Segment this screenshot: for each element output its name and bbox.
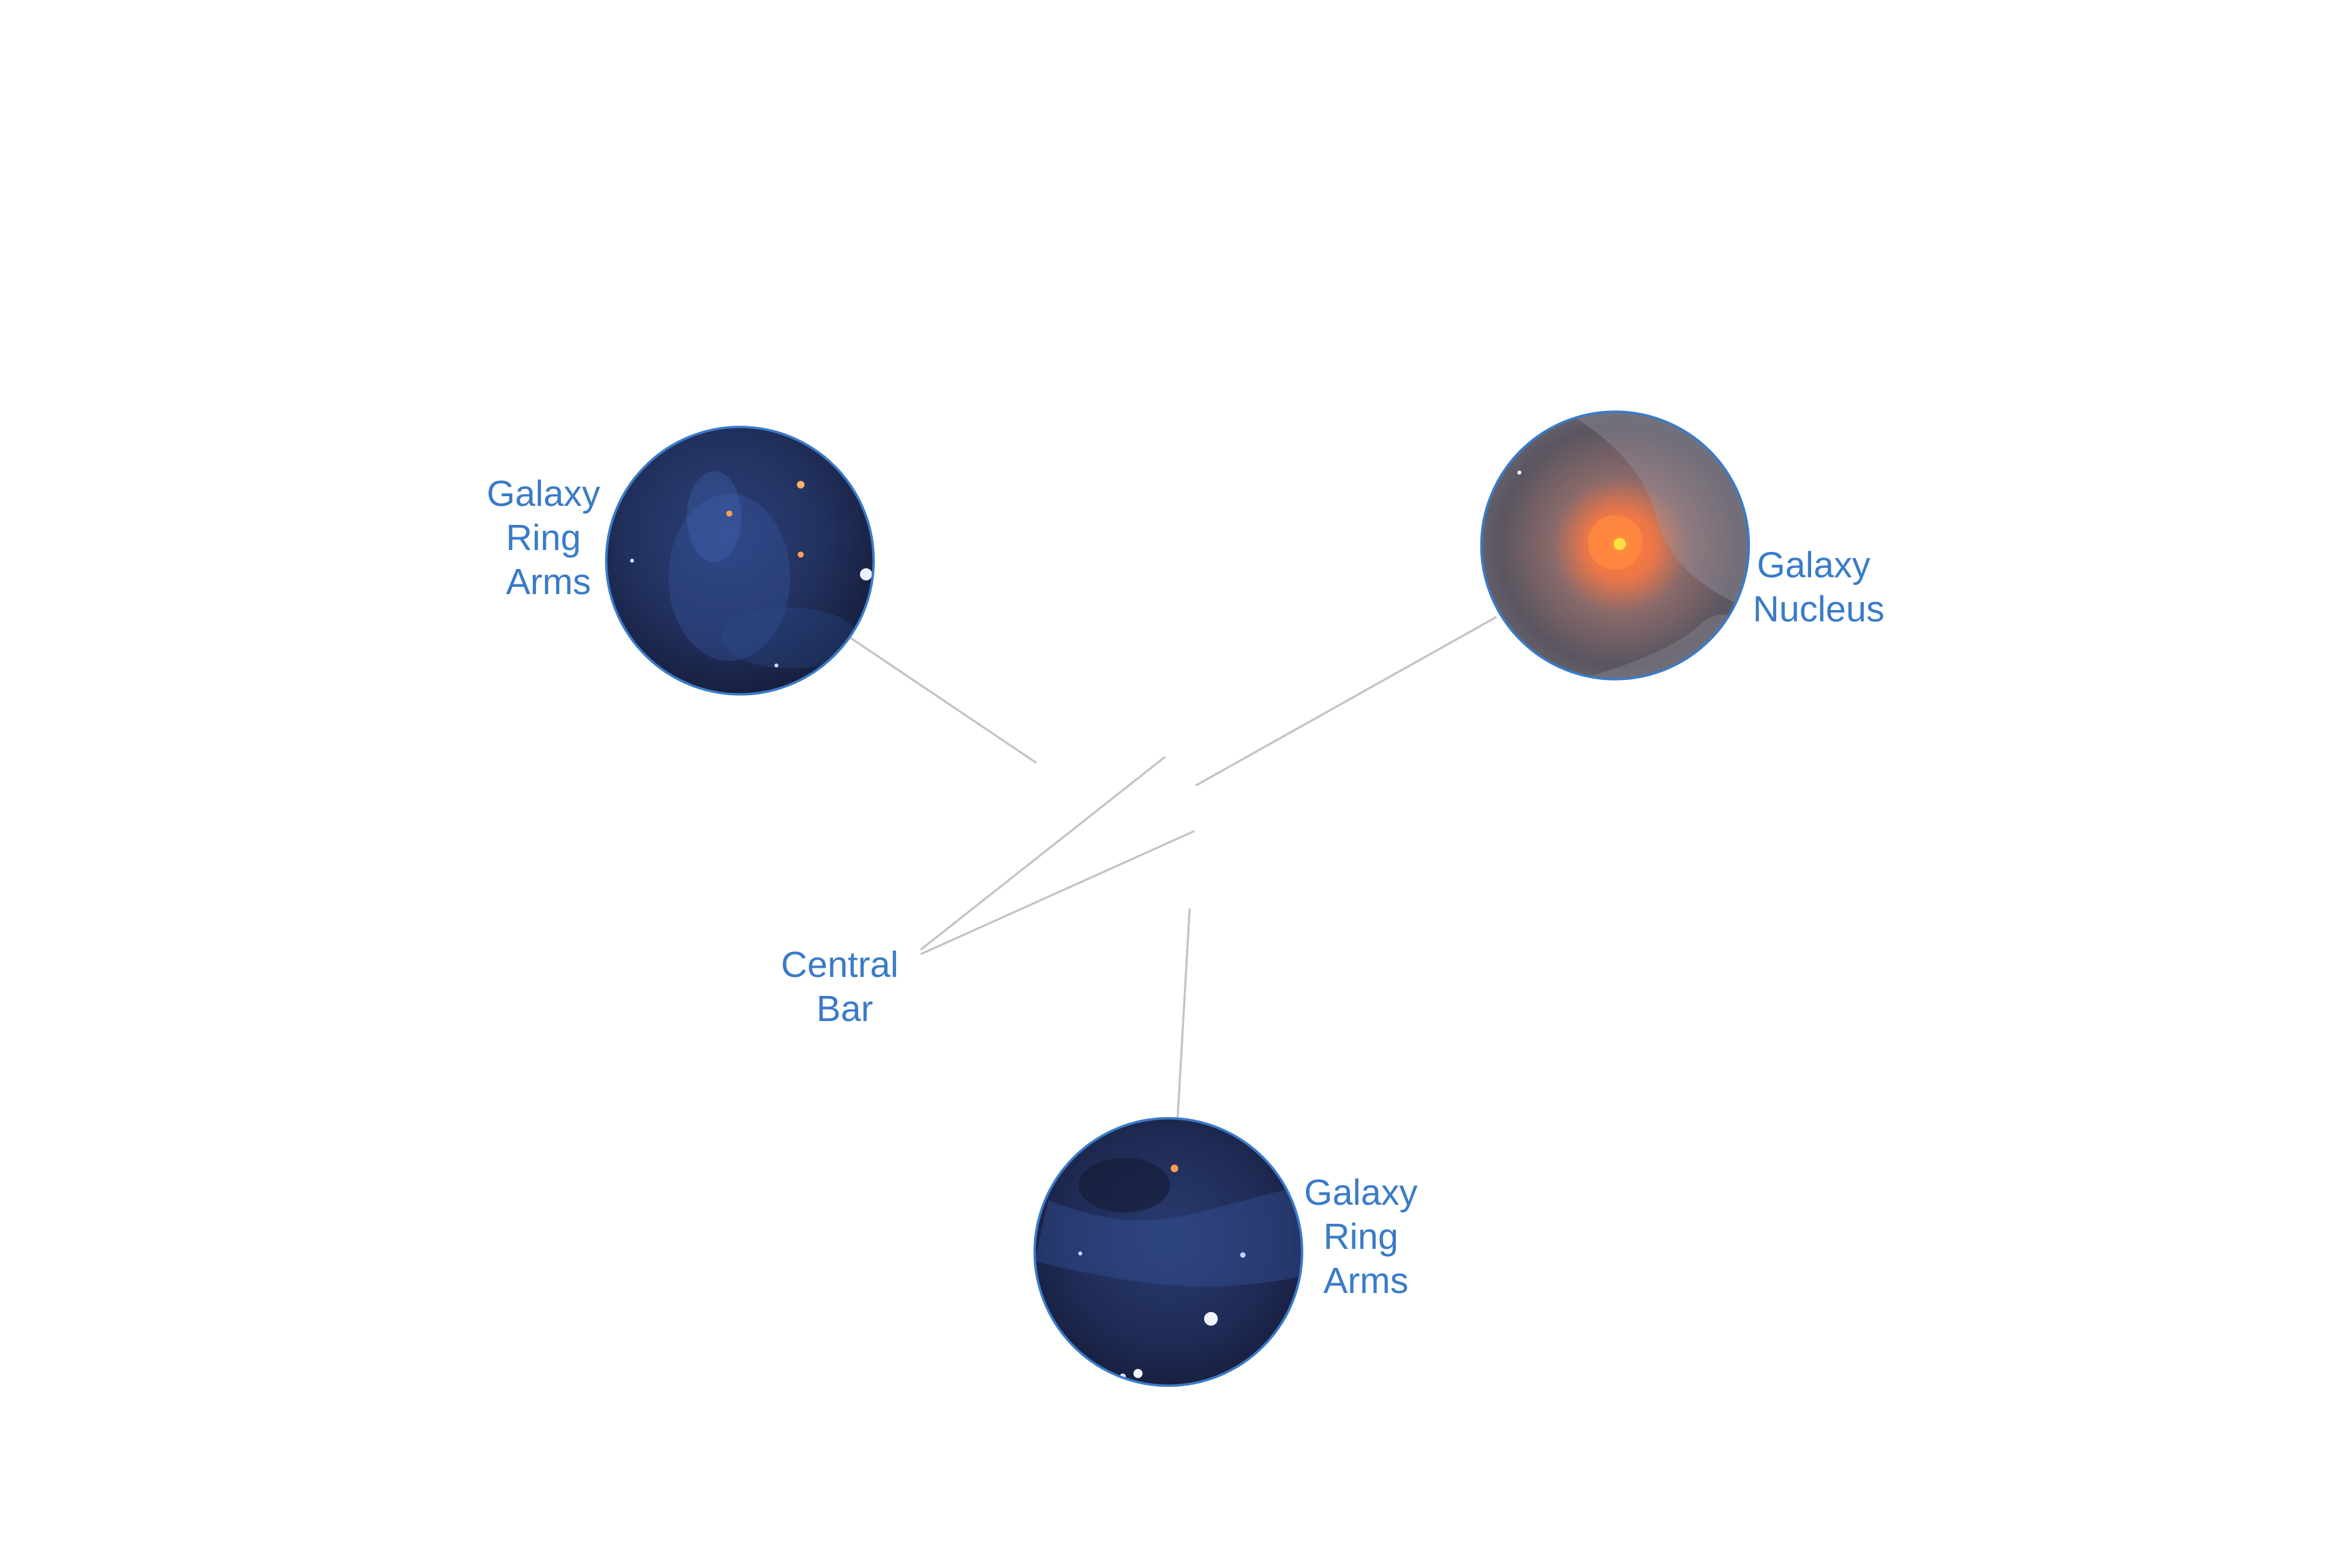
ring-arms-left-border [605,426,875,696]
leader-line-ring-arms-bottom [1176,908,1191,1120]
leader-line-ring-arms-left [850,637,1037,764]
nucleus-image [1480,410,1751,680]
nucleus-border [1480,410,1751,680]
label-ring-arms-bottom: Galaxy Ring Arms [1304,1172,1428,1301]
label-ring-arms-left: Galaxy Ring Arms [487,473,611,602]
ring-arms-bottom-image [1033,1117,1303,1387]
label-nucleus: Galaxy Nucleus [1753,545,1885,630]
ring-arms-bottom-border [1033,1117,1303,1387]
label-central-bar: Central Bar [781,944,908,1029]
leader-line-central-bar-upper [920,755,1166,951]
ring-arms-left-image [605,426,875,696]
leader-line-central-bar-lower [920,830,1195,956]
leader-line-nucleus [1195,616,1498,786]
